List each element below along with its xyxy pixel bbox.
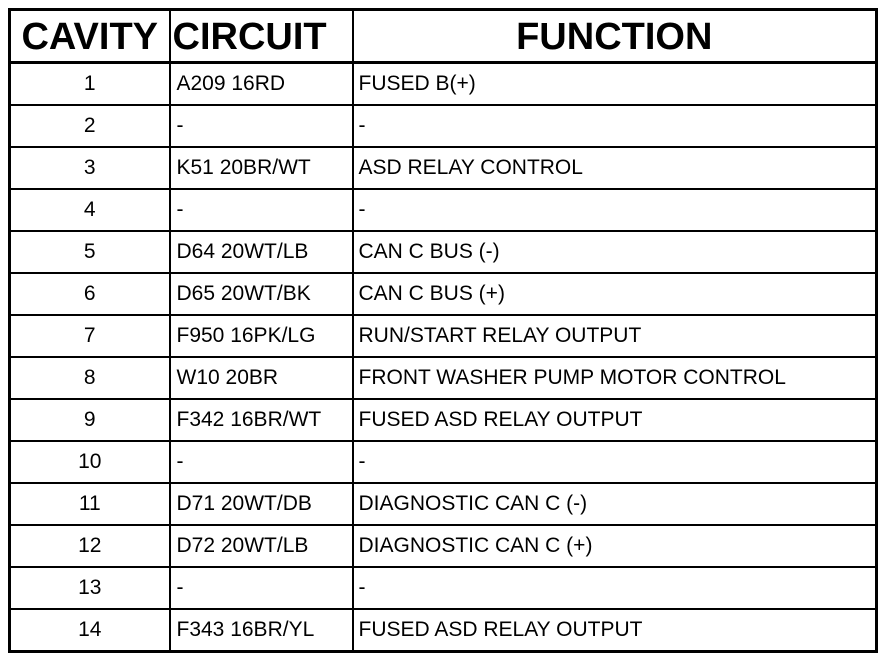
circuit-cell: D71 20WT/DB (168, 482, 354, 526)
table-row: 4-- (8, 188, 878, 232)
circuit-cell: F343 16BR/YL (168, 608, 354, 653)
cavity-cell: 2 (8, 104, 171, 148)
cavity-cell: 13 (8, 566, 171, 610)
cavity-cell: 14 (8, 608, 171, 653)
function-cell: ASD RELAY CONTROL (351, 146, 878, 190)
function-cell: FUSED B(+) (351, 61, 878, 106)
function-cell: - (351, 440, 878, 484)
cavity-cell: 6 (8, 272, 171, 316)
circuit-cell: D64 20WT/LB (168, 230, 354, 274)
table-row: 10-- (8, 440, 878, 484)
function-cell: DIAGNOSTIC CAN C (+) (351, 524, 878, 568)
function-cell: - (351, 188, 878, 232)
cavity-cell: 8 (8, 356, 171, 400)
cavity-cell: 10 (8, 440, 171, 484)
circuit-cell: F950 16PK/LG (168, 314, 354, 358)
circuit-cell: - (168, 104, 354, 148)
circuit-cell: - (168, 188, 354, 232)
circuit-cell: W10 20BR (168, 356, 354, 400)
cavity-cell: 7 (8, 314, 171, 358)
circuit-cell: - (168, 440, 354, 484)
function-cell: CAN C BUS (+) (351, 272, 878, 316)
cavity-cell: 12 (8, 524, 171, 568)
cavity-cell: 5 (8, 230, 171, 274)
cavity-cell: 1 (8, 61, 171, 106)
cavity-cell: 9 (8, 398, 171, 442)
header-circuit: CIRCUIT (168, 8, 354, 64)
circuit-cell: F342 16BR/WT (168, 398, 354, 442)
function-cell: RUN/START RELAY OUTPUT (351, 314, 878, 358)
cavity-cell: 11 (8, 482, 171, 526)
header-row: CAVITY CIRCUIT FUNCTION (8, 8, 878, 64)
header-cavity: CAVITY (8, 8, 171, 64)
circuit-cell: D65 20WT/BK (168, 272, 354, 316)
table-row: 13-- (8, 566, 878, 610)
function-cell: DIAGNOSTIC CAN C (-) (351, 482, 878, 526)
cavity-cell: 4 (8, 188, 171, 232)
function-cell: - (351, 566, 878, 610)
circuit-cell: K51 20BR/WT (168, 146, 354, 190)
function-cell: FUSED ASD RELAY OUTPUT (351, 398, 878, 442)
header-function: FUNCTION (351, 8, 878, 64)
circuit-cell: A209 16RD (168, 61, 354, 106)
function-cell: - (351, 104, 878, 148)
function-cell: FUSED ASD RELAY OUTPUT (351, 608, 878, 653)
function-cell: CAN C BUS (-) (351, 230, 878, 274)
cavity-cell: 3 (8, 146, 171, 190)
circuit-cell: D72 20WT/LB (168, 524, 354, 568)
circuit-cell: - (168, 566, 354, 610)
table-row: 2-- (8, 104, 878, 148)
function-cell: FRONT WASHER PUMP MOTOR CONTROL (351, 356, 878, 400)
